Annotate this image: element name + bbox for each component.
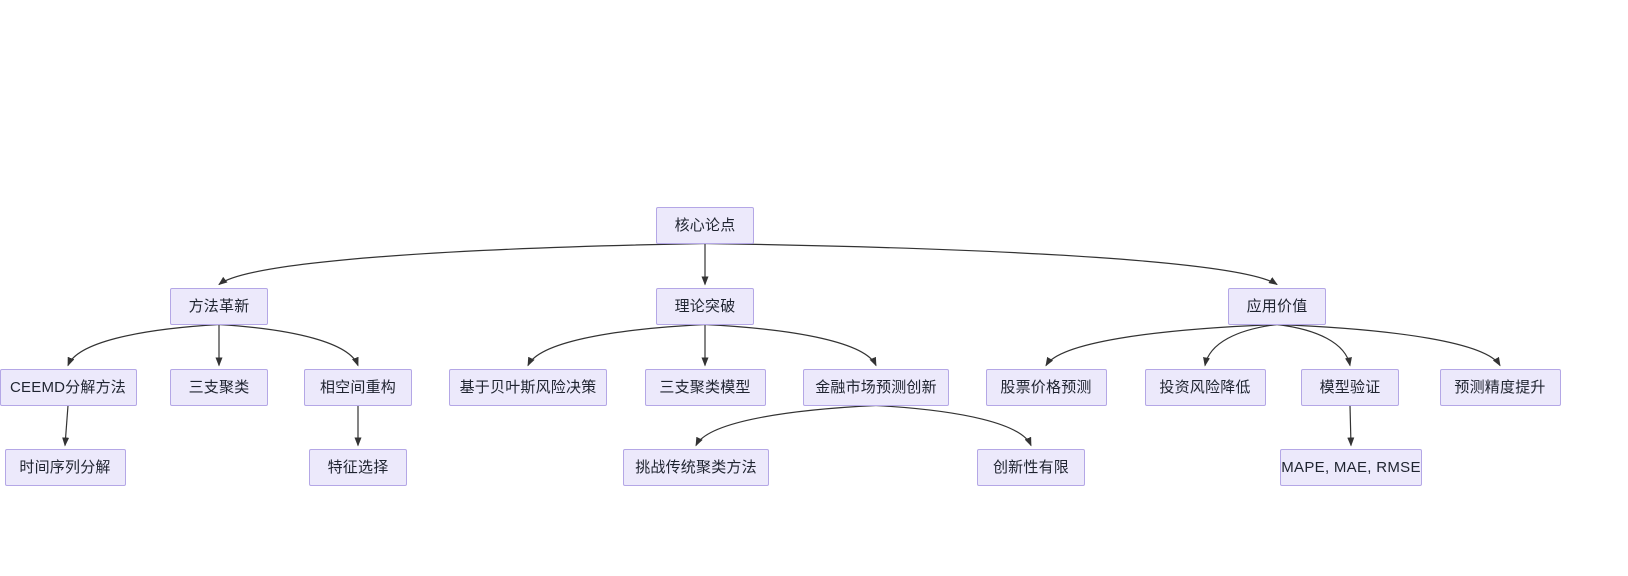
- node-label: 核心论点: [674, 216, 736, 234]
- node-n3c[interactable]: 相空间重构: [304, 368, 412, 406]
- node-label: 理论突破: [674, 297, 736, 315]
- node-n2b[interactable]: 理论突破: [656, 287, 754, 325]
- node-label: 模型验证: [1319, 378, 1381, 396]
- node-n3b[interactable]: 三支聚类: [170, 368, 268, 406]
- node-n3g[interactable]: 股票价格预测: [985, 368, 1107, 406]
- node-label: 股票价格预测: [1000, 378, 1092, 396]
- node-label: 特征选择: [327, 458, 389, 476]
- node-label: CEEMD分解方法: [10, 378, 126, 396]
- node-label: 投资风险降低: [1159, 378, 1251, 396]
- node-n4c[interactable]: 挑战传统聚类方法: [623, 448, 769, 486]
- node-label: 应用价值: [1246, 297, 1308, 315]
- node-n3d[interactable]: 基于贝叶斯风险决策: [449, 368, 607, 406]
- node-label: 三支聚类: [188, 378, 250, 396]
- node-n3j[interactable]: 预测精度提升: [1439, 368, 1561, 406]
- node-label: 创新性有限: [992, 458, 1069, 476]
- node-label: 挑战传统聚类方法: [635, 458, 757, 476]
- node-root[interactable]: 核心论点: [656, 206, 754, 244]
- node-n3h[interactable]: 投资风险降低: [1144, 368, 1266, 406]
- node-n4b[interactable]: 特征选择: [309, 448, 407, 486]
- node-n4e[interactable]: MAPE, MAE, RMSE: [1280, 448, 1422, 486]
- node-label: 三支聚类模型: [659, 378, 751, 396]
- node-n2a[interactable]: 方法革新: [170, 287, 268, 325]
- node-label: 方法革新: [188, 297, 250, 315]
- node-label: 时间序列分解: [19, 458, 111, 476]
- node-n4d[interactable]: 创新性有限: [977, 448, 1085, 486]
- node-n3i[interactable]: 模型验证: [1301, 368, 1399, 406]
- node-n3a[interactable]: CEEMD分解方法: [0, 368, 137, 406]
- node-label: MAPE, MAE, RMSE: [1281, 458, 1421, 476]
- node-n3f[interactable]: 金融市场预测创新: [803, 368, 949, 406]
- node-label: 相空间重构: [319, 378, 396, 396]
- node-label: 基于贝叶斯风险决策: [459, 378, 597, 396]
- node-n2c[interactable]: 应用价值: [1228, 287, 1326, 325]
- node-n3e[interactable]: 三支聚类模型: [644, 368, 766, 406]
- node-label: 预测精度提升: [1454, 378, 1546, 396]
- node-label: 金融市场预测创新: [815, 378, 937, 396]
- node-n4a[interactable]: 时间序列分解: [4, 448, 126, 486]
